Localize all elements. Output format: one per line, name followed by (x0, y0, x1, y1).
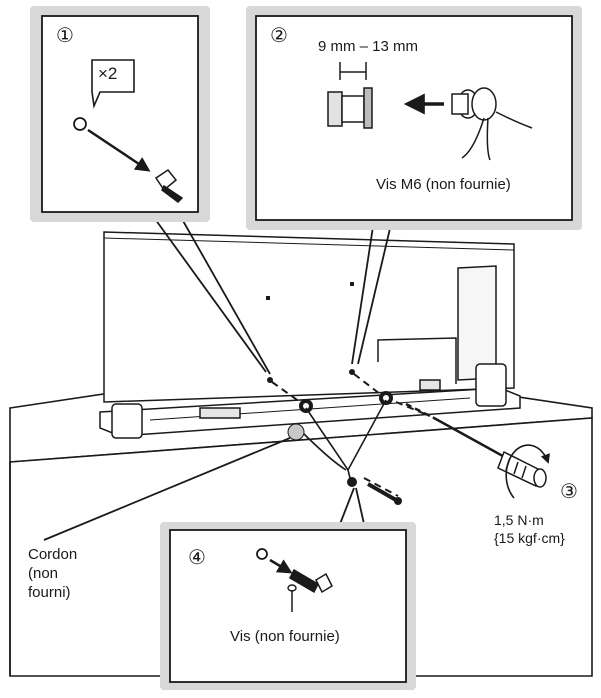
callout-connectors (43, 211, 393, 541)
screw-not-supplied-label: Vis (non fournie) (230, 628, 340, 645)
washer-icon-callout-4 (256, 548, 268, 560)
attachment-point-left (299, 399, 313, 413)
screw-icon-callout-4 (289, 568, 333, 594)
step-number-4: ④ (188, 545, 206, 569)
hole-right (349, 369, 355, 375)
torque-label: 1,5 N·m {15 kgf·cm} (494, 512, 565, 547)
torque-value: 1,5 N·m (494, 512, 544, 528)
cord-clip (347, 477, 357, 487)
torque-value-kgf: {15 kgf·cm} (494, 529, 565, 546)
screw-icon (367, 482, 402, 505)
cord-label-line2: (non (28, 564, 59, 582)
screw-m6-icon (451, 87, 533, 161)
quantity-badge: ×2 (98, 64, 118, 83)
cord-anchor-dot (287, 423, 305, 441)
cord-label: Cordon (non fourni) (28, 546, 77, 602)
screwdriver-icon (405, 402, 547, 488)
bracket-cross-section (327, 62, 373, 129)
step-number-1: ① (56, 23, 74, 47)
rotation-arrow-icon (505, 444, 550, 499)
cord-label-line3: fourni) (28, 583, 71, 601)
assembly-arrow-1 (87, 128, 151, 172)
tv-stand-base (99, 363, 521, 439)
quantity-badge-shape (91, 59, 135, 109)
hole-left (267, 377, 273, 383)
attachment-point-right (379, 391, 393, 405)
screw-m6-label: Vis M6 (non fournie) (376, 176, 511, 193)
cord-loop-ring (287, 584, 297, 592)
callout-panel-2 (246, 6, 582, 230)
cord-label-line1: Cordon (28, 546, 78, 563)
washer-icon (73, 117, 87, 131)
screw-icon-callout-1 (154, 168, 184, 203)
callout-panel-4 (160, 522, 416, 690)
step-number-3: ③ (560, 479, 578, 503)
screw-length-label: 9 mm – 13 mm (318, 38, 419, 55)
tv-back-panel (103, 231, 515, 403)
step-number-2: ② (270, 23, 288, 47)
assembly-arrow-4 (269, 558, 293, 574)
